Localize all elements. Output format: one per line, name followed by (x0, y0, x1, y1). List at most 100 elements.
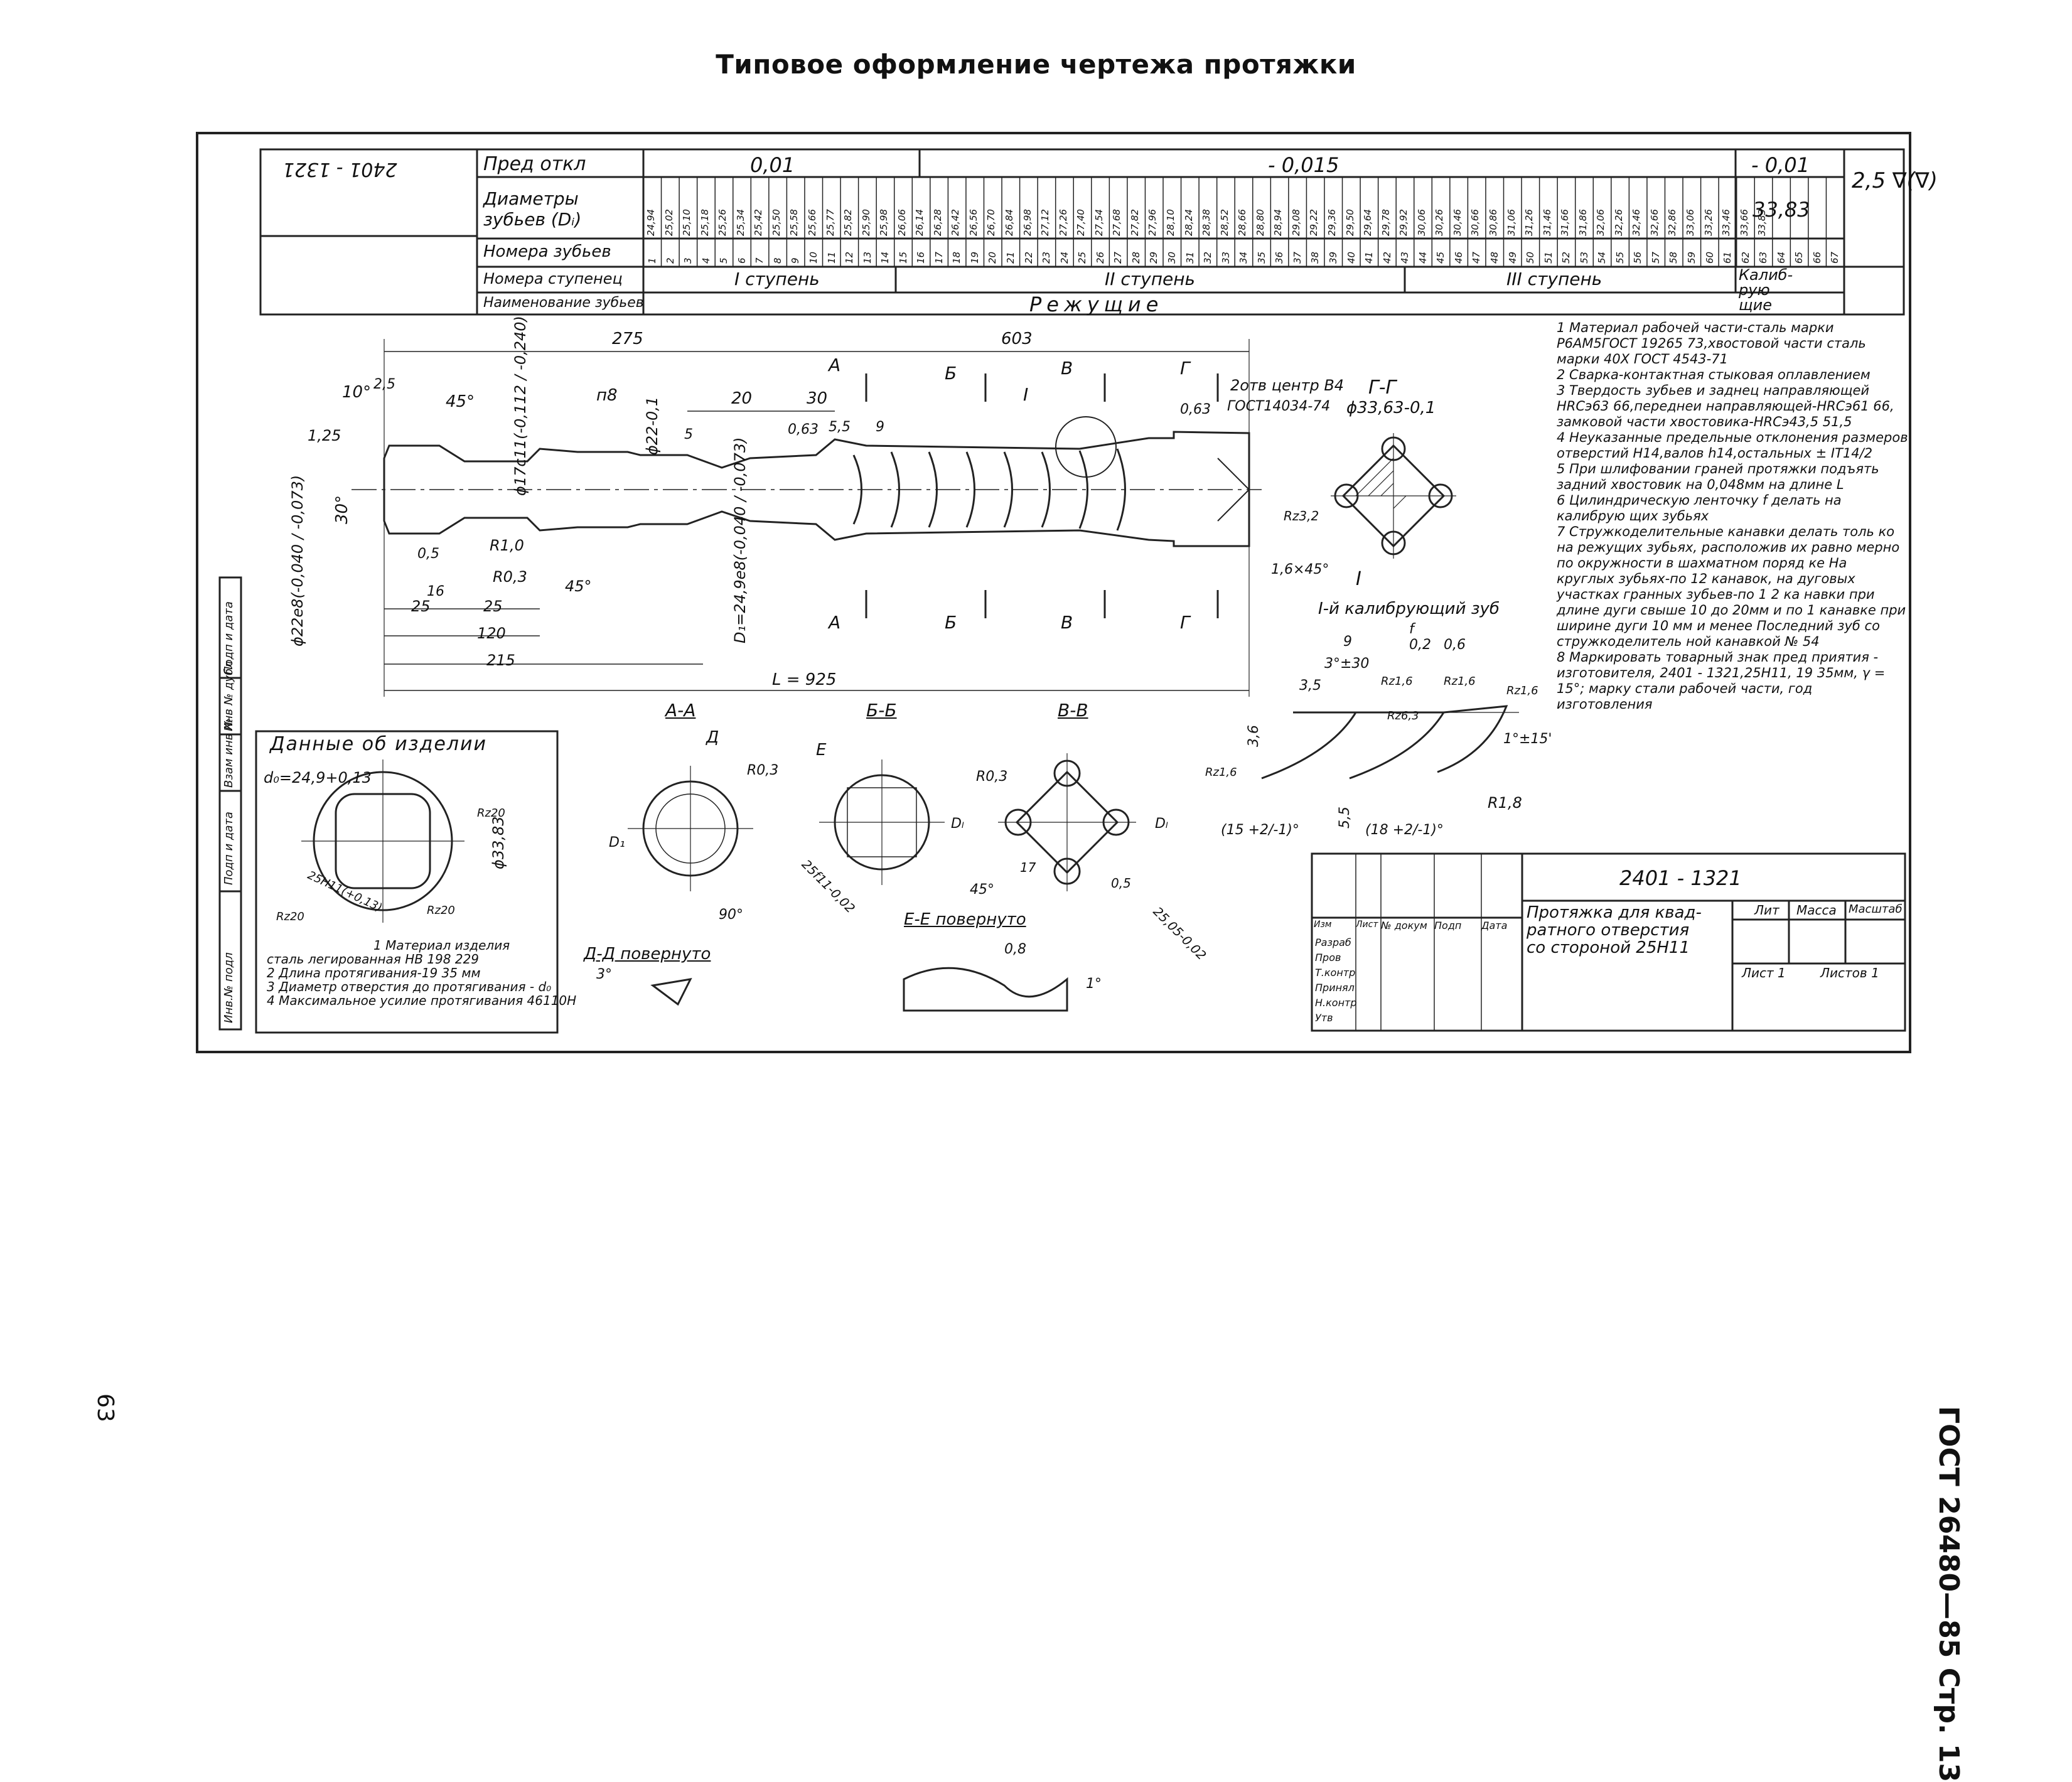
product-note-1: 1 Материал изделия (373, 938, 510, 953)
dim-dia22a: ϕ22-0,1 (643, 396, 661, 455)
tooth-number: 16 (915, 251, 927, 264)
tooth-number: 17 (933, 251, 945, 264)
tooth-number: 25 (1076, 251, 1088, 264)
tooth-diameter: 25,50 (770, 209, 782, 236)
row-label-diameters: Диаметры зубьев (Dᵢ) (483, 188, 582, 230)
tooth-number: 24 (1058, 251, 1070, 264)
tooth-diameter: 27,12 (1039, 209, 1051, 236)
tooth-diameter: 24,94 (645, 209, 657, 236)
page-title: Типовое оформление чертежа протяжки (716, 49, 1356, 80)
tooth-number: 47 (1471, 251, 1483, 264)
product-notes: 1 Материал изделия сталь легированная НВ… (267, 938, 576, 1007)
section-ee-08: 0,8 (1004, 942, 1026, 957)
tooth-diameter: 26,42 (950, 209, 962, 236)
note-2: 2 Сварка-контактная стыковая оплавлением (1557, 367, 1871, 382)
dim-25b: 25 (483, 598, 503, 615)
title-col-heads: Изм Лист № докум Подп Дата (1314, 920, 1519, 931)
tooth-number: 50 (1525, 251, 1537, 264)
dim-ang10: 10° (342, 383, 372, 402)
section-r03b: R0,3 (976, 769, 1008, 785)
detail-i-ang15: (15 +2/-1)° (1221, 822, 1299, 838)
dim-ang30: 30° (333, 495, 352, 524)
tooth-diameter: 33,06 (1685, 209, 1697, 236)
detail-i (1261, 705, 1519, 780)
dim-r03: R0,3 (493, 568, 527, 586)
detail-i-rz63: Rz6,3 (1387, 709, 1419, 722)
tooth-diameter: 29,78 (1380, 209, 1392, 236)
drawing-frame (196, 132, 1911, 1053)
tooth-diameter: 29,22 (1308, 209, 1320, 236)
tooth-number: 38 (1309, 251, 1321, 264)
tooth-number: 31 (1184, 251, 1196, 264)
tooth-number: 41 (1363, 251, 1375, 264)
section-r03a: R0,3 (747, 763, 779, 778)
tooth-number: 2 (664, 257, 676, 264)
tooth-number: 34 (1238, 251, 1250, 264)
tooth-diameter: 26,14 (914, 209, 926, 236)
role-2: Пров (1315, 952, 1341, 963)
tooth-diameter: 25,90 (860, 209, 872, 236)
dim-L: L = 925 (772, 670, 837, 689)
tooth-diameter: 27,96 (1147, 209, 1159, 236)
tooth-diameter: 27,82 (1129, 209, 1141, 236)
tooth-diameter: 25,26 (717, 209, 729, 236)
tooth-number: 61 (1722, 251, 1734, 264)
dim-16: 16 (427, 584, 444, 599)
tooth-diameter: 32,26 (1613, 209, 1624, 236)
section-gg-label: Г-Г (1368, 377, 1397, 399)
product-rz20c: Rz20 (276, 910, 304, 923)
tooth-diameter: 26,84 (1004, 209, 1016, 236)
detail-i-35: 3,5 (1299, 678, 1321, 694)
tooth-diameter: 31,66 (1559, 209, 1571, 236)
dim-r10: R1,0 (490, 537, 524, 554)
tooth-diameter: 26,56 (967, 209, 979, 236)
tooth-number: 65 (1793, 251, 1805, 264)
page-number: 63 (92, 1393, 118, 1422)
stage-3: III ступень (1506, 269, 1602, 289)
tooth-diameter: 27,54 (1093, 209, 1105, 236)
section-mark-b-bottom: Б (945, 612, 957, 633)
tooth-number: 13 (861, 251, 873, 264)
section-aa-label: А-А (665, 700, 696, 721)
product-title: Данные об изделии (270, 733, 487, 755)
tooth-number: 23 (1041, 251, 1053, 264)
col-head-date: Дата (1481, 920, 1508, 931)
section-gg-dim: ϕ33,63-0,1 (1346, 399, 1436, 417)
tolerance-1: 0,01 (750, 153, 795, 177)
tooth-number: 14 (879, 251, 891, 264)
detail-i-36: 3,6 (1246, 725, 1262, 747)
tooth-number: 58 (1668, 251, 1680, 264)
note-5: 5 При шлифовании граней протяжки подъять… (1557, 461, 1879, 492)
tooth-number: 48 (1488, 251, 1500, 264)
section-d1: D₁ (609, 835, 625, 851)
tooth-number: 3 (682, 257, 694, 264)
role-1: Разраб (1315, 937, 1351, 948)
tooth-diameter: 32,06 (1595, 209, 1607, 236)
tooth-number: 52 (1560, 251, 1572, 264)
dim-05: 0,5 (417, 546, 439, 562)
detail-i-9: 9 (1343, 634, 1352, 650)
tooth-number: 8 (771, 257, 783, 264)
detail-i-02: 0,2 (1409, 637, 1431, 653)
title-line-3: со стороной 25Н11 (1527, 938, 1690, 957)
detail-i-r18: R1,8 (1488, 794, 1522, 812)
tooth-diameter: 32,66 (1648, 209, 1660, 236)
tooth-diameter: 33,66 (1738, 209, 1750, 236)
tooth-number: 55 (1614, 251, 1626, 264)
section-e-mark: Е (816, 741, 827, 759)
detail-i-f: f (1409, 621, 1414, 637)
tooth-number: 32 (1202, 251, 1214, 264)
tooth-diameter: 29,08 (1290, 209, 1302, 236)
drawing-code-rotated: 2401 - 1321 (282, 158, 397, 180)
tooth-diameter: 33,46 (1720, 209, 1732, 236)
product-rz20b: Rz20 (427, 904, 455, 917)
row-label-numbers: Номера зубьев (483, 242, 611, 261)
dim-dia17: ϕ17с11(-0,112 / -0,240) (512, 316, 529, 496)
tooth-number: 36 (1274, 251, 1286, 264)
col-head-doc: № докум (1381, 920, 1427, 931)
tooth-diameter: 32,46 (1631, 209, 1643, 236)
product-view (255, 730, 559, 1034)
cross-sections (628, 753, 1136, 891)
tooth-diameter: 27,40 (1075, 209, 1087, 236)
detail-i-ang3: 3°±30 (1324, 656, 1370, 672)
